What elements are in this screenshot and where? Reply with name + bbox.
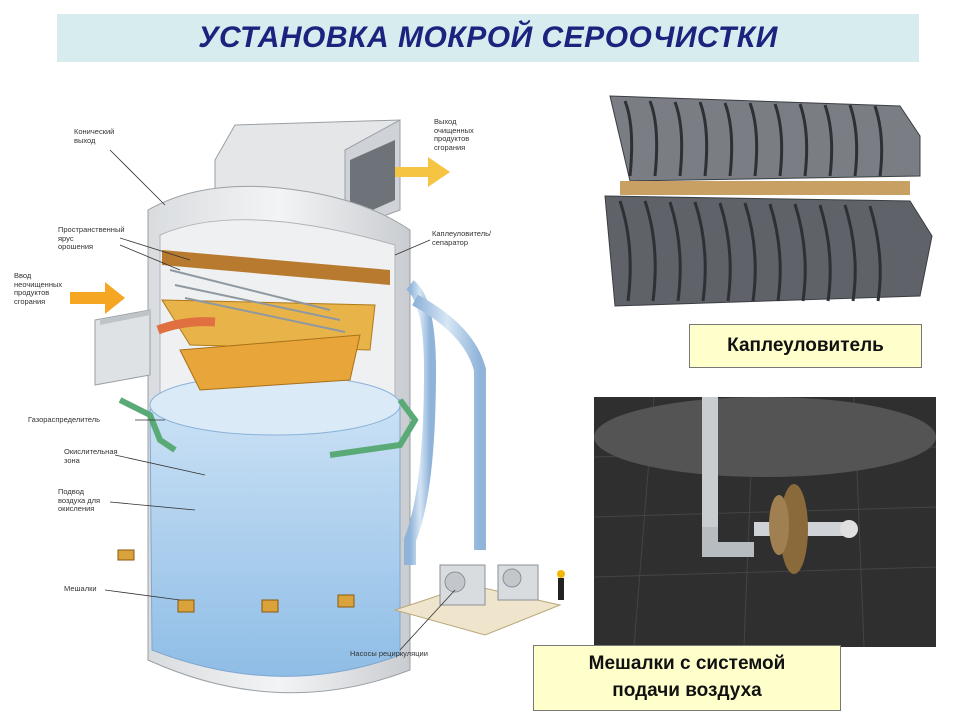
caption-mixers: Мешалки с системой подачи воздуха (533, 645, 841, 711)
label-outlet: Выход очищенных продуктов сгорания (434, 117, 474, 152)
label-conical-outlet: Конический выход (74, 127, 115, 145)
recirculation-pipes (404, 280, 486, 565)
caption-mist-eliminator: Каплеуловитель (689, 324, 922, 368)
label-mist-eliminator: Каплеуловитель/ сепаратор (432, 229, 492, 247)
desulfurization-diagram (70, 119, 565, 694)
recirculation-pumps (393, 564, 565, 636)
mixers (117, 549, 355, 613)
gas-distributor-pipes (118, 397, 419, 458)
label-spray-tier: Пространственный ярус орошения (58, 225, 125, 252)
label-air-supply: Подвод воздуха для окисления (58, 487, 101, 514)
caption-mixers-line1: Мешалки с системой (588, 653, 786, 675)
spray-tiers (161, 250, 390, 391)
inlet-arrow (70, 282, 125, 314)
caption-mixers-line2: подачи воздуха (612, 680, 762, 701)
title-bar: УСТАНОВКА МОКРОЙ СЕРООЧИСТКИ (57, 14, 919, 62)
mist-eliminator-photo (600, 86, 936, 310)
page-title: УСТАНОВКА МОКРОЙ СЕРООЧИСТКИ (198, 21, 778, 54)
label-mixers: Мешалки (64, 584, 97, 593)
label-inlet: Ввод неочищенных продуктов сгорания (14, 271, 63, 306)
label-recirculation-pumps: Насосы рециркуляции (350, 649, 428, 658)
label-oxidation-zone: Окислительная зона (64, 447, 118, 465)
inlet-duct (94, 309, 216, 386)
leader-lines (104, 149, 456, 651)
mixers-photo (594, 397, 936, 647)
outlet-arrow (395, 157, 450, 187)
label-gas-distributor: Газораспределитель (28, 415, 101, 424)
